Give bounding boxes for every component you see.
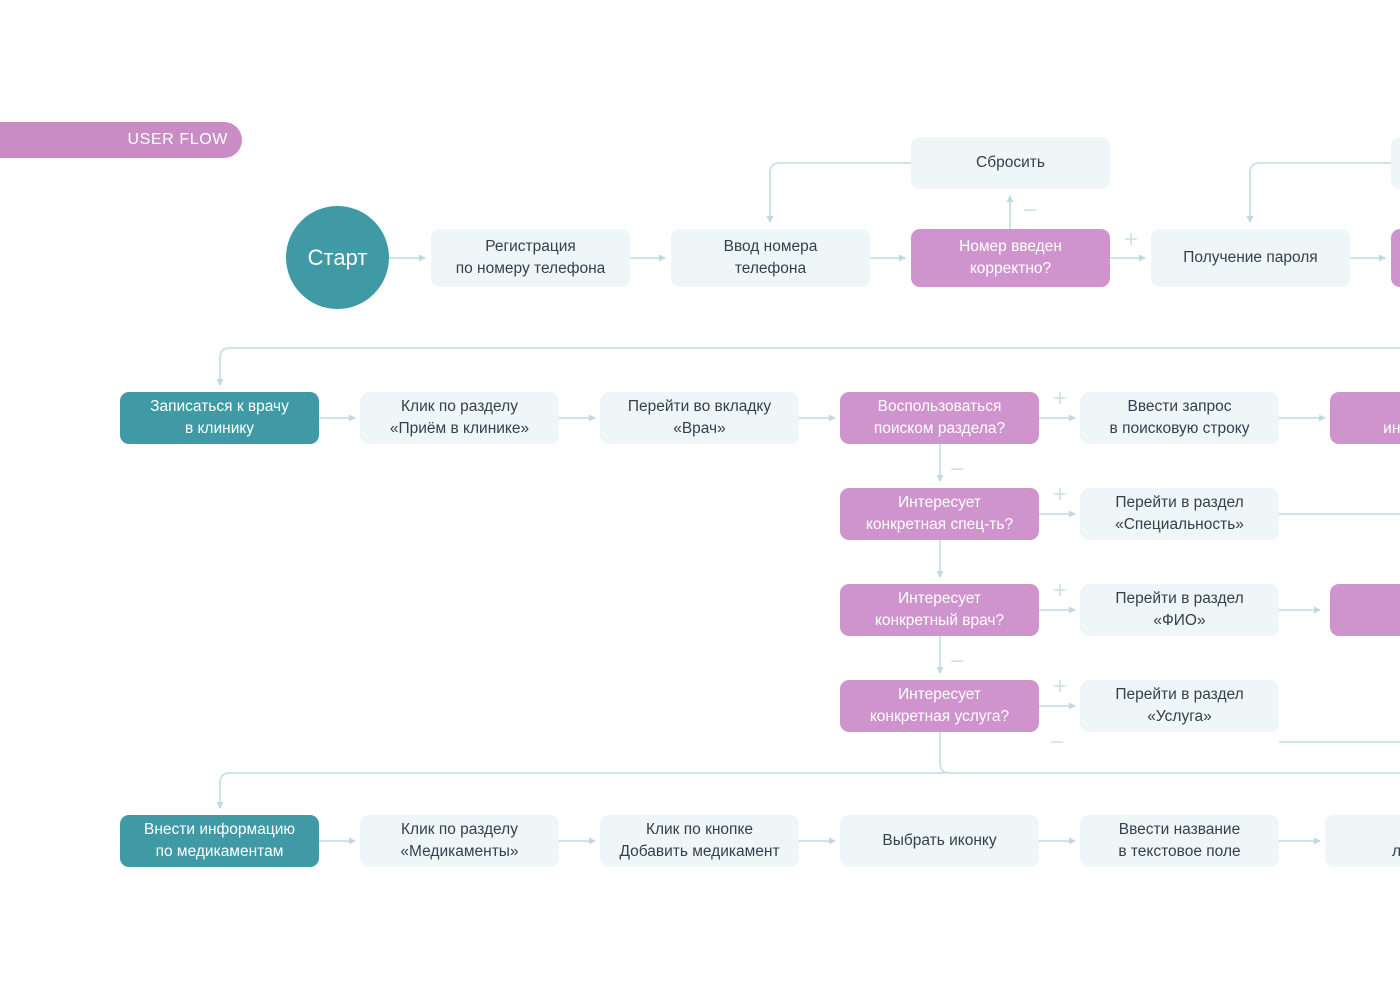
flow-node-use-search[interactable]: Воспользоваться поиском раздела? — [840, 392, 1039, 444]
flow-node-label: Ввести название в текстовое поле — [1118, 821, 1241, 860]
flow-node-label: Интересует конкретная услуга? — [869, 686, 1010, 725]
flow-node-want-service[interactable]: Интересует конкретная услуга? — [840, 680, 1039, 732]
branch-marker: − — [1023, 197, 1038, 224]
flow-node-tab-doctor[interactable]: Перейти во вкладку «Врач» — [600, 392, 799, 444]
flow-node-search-info[interactable]: Поиск информации — [1330, 392, 1400, 444]
flow-node-label: Клик по кнопке Добавить медикамент — [619, 821, 780, 860]
flow-node-label: Воспользоваться поиском раздела? — [873, 398, 1006, 437]
flow-node-phone-ok[interactable]: Номер введен корректно? — [911, 229, 1110, 287]
flow-node-row1-clip-top[interactable] — [1391, 137, 1400, 189]
branch-marker: − — [950, 456, 965, 483]
flow-node-label: Перейти во вкладку «Врач» — [627, 398, 772, 437]
flow-node-use-search-2[interactable]: Воспо поиско — [1330, 584, 1400, 636]
flow-node-start[interactable]: Старт — [286, 206, 389, 309]
flow-node-click-meds[interactable]: Клик по разделу «Медикаменты» — [360, 815, 559, 867]
flow-node-reg[interactable]: Регистрация по номеру телефона — [431, 229, 630, 287]
flow-node-label: Получение пароля — [1183, 249, 1318, 266]
flow-node-label: Клик по разделу «Приём в клинике» — [389, 398, 530, 437]
flow-node-label: Поиск информации — [1383, 420, 1400, 437]
flow-node-row1-clip[interactable] — [1391, 229, 1400, 287]
branch-marker: + — [1053, 481, 1068, 508]
branch-marker: + — [1053, 577, 1068, 604]
flow-node-want-doctor[interactable]: Интересует конкретный врач? — [840, 584, 1039, 636]
flow-node-book-doctor[interactable]: Записаться к врачу в клинику — [120, 392, 319, 444]
flow-node-label: Ввод номера телефона — [723, 238, 818, 277]
flow-node-label: Выбрать иконку — [882, 832, 997, 849]
flow-node-label: Записаться к врачу в клинику — [150, 398, 289, 437]
flow-node-goto-fio[interactable]: Перейти в раздел «ФИО» — [1080, 584, 1279, 636]
flow-node-goto-spec[interactable]: Перейти в раздел «Специальность» — [1080, 488, 1279, 540]
flow-node-meds-entry[interactable]: Внести информацию по медикаментам — [120, 815, 319, 867]
flow-node-goto-service[interactable]: Перейти в раздел «Услуга» — [1080, 680, 1279, 732]
flow-node-label: Интересует конкретная спец-ть? — [865, 494, 1014, 533]
flow-node-label: Старт — [307, 244, 368, 270]
flow-node-get-pass[interactable]: Получение пароля — [1151, 229, 1350, 287]
branch-marker: − — [950, 648, 965, 675]
flow-node-label: Интересует конкретный врач? — [874, 590, 1005, 629]
flow-node-meds-clip[interactable]: Вы лекарств — [1325, 815, 1400, 867]
flow-node-label: Клик по разделу «Медикаменты» — [400, 821, 519, 860]
branch-marker: + — [1124, 226, 1139, 253]
branch-marker: + — [1053, 673, 1068, 700]
flow-node-label: Регистрация по номеру телефона — [455, 238, 606, 277]
flow-node-label: Ввести запрос в поисковую строку — [1109, 398, 1250, 437]
flow-node-label: Перейти в раздел «Услуга» — [1115, 686, 1244, 725]
flow-node-pick-icon[interactable]: Выбрать иконку — [840, 815, 1039, 867]
branch-marker: + — [1053, 385, 1068, 412]
flow-node-enter-phone[interactable]: Ввод номера телефона — [671, 229, 870, 287]
flow-node-click-clinic[interactable]: Клик по разделу «Приём в клинике» — [360, 392, 559, 444]
flow-node-label: Номер введен корректно? — [959, 238, 1062, 277]
flow-node-label: Внести информацию по медикаментам — [144, 821, 295, 860]
flow-node-label: Перейти в раздел «ФИО» — [1115, 590, 1244, 629]
flow-node-label: Сбросить — [976, 154, 1045, 171]
flow-node-type-query[interactable]: Ввести запрос в поисковую строку — [1080, 392, 1279, 444]
flow-node-label: Перейти в раздел «Специальность» — [1115, 494, 1244, 533]
flow-node-reset[interactable]: Сбросить — [911, 137, 1110, 189]
user-flow-banner: USER FLOW — [0, 122, 242, 158]
user-flow-label: USER FLOW — [127, 131, 228, 148]
branch-marker: − — [1050, 729, 1065, 756]
flow-node-want-spec[interactable]: Интересует конкретная спец-ть? — [840, 488, 1039, 540]
flow-node-label: Вы лекарств — [1391, 843, 1400, 860]
flow-node-type-name[interactable]: Ввести название в текстовое поле — [1080, 815, 1279, 867]
flow-node-click-add[interactable]: Клик по кнопке Добавить медикамент — [600, 815, 799, 867]
